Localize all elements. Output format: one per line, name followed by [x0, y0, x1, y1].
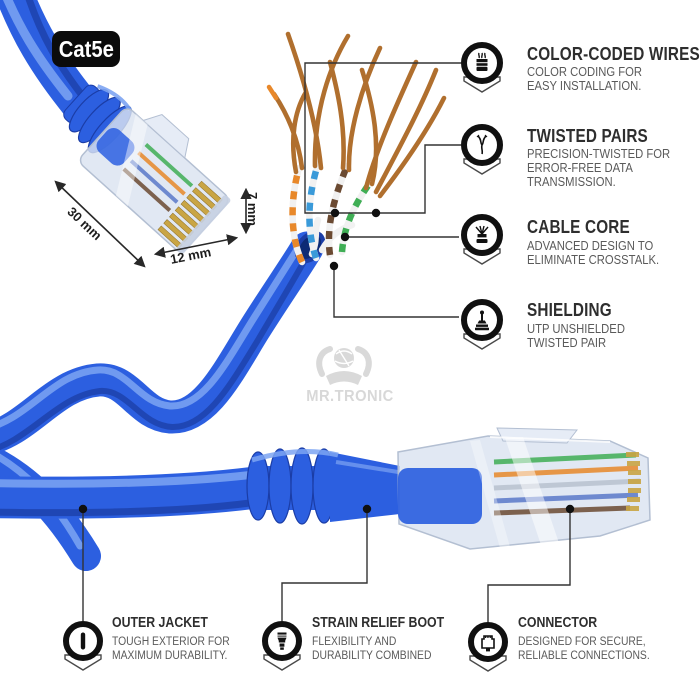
- callout-sub-line: DESIGNED FOR SECURE,: [518, 636, 646, 648]
- callout-lines: [78, 62, 575, 622]
- callout-sub-line: EASY INSTALLATION.: [527, 79, 642, 93]
- callout-title-twisted-pairs: TWISTED PAIRS: [527, 126, 648, 146]
- callout-title-shielding: SHIELDING: [527, 300, 612, 320]
- color-coded-wires-icon: [461, 42, 503, 84]
- callout-title-cable-core: CABLE CORE: [527, 217, 630, 237]
- connector-icon: [468, 622, 508, 662]
- dimension-height-label: 7 mm: [245, 192, 260, 226]
- callout-sub-line: RELIABLE CONNECTIONS.: [518, 650, 650, 662]
- callout-sub-line: COLOR CODING FOR: [527, 65, 643, 79]
- plug-gold-teeth: [626, 452, 641, 511]
- gold-pins: [157, 180, 223, 249]
- callout-sub-line: ERROR-FREE DATA: [527, 161, 633, 175]
- cat5e-badge-label: Cat5e: [58, 35, 114, 62]
- shielding-icon: [461, 299, 503, 341]
- twisted-pair-wires: [266, 31, 447, 266]
- callout-sub-line: TOUGH EXTERIOR FOR: [112, 636, 230, 648]
- callout-title-color-coded-wires: COLOR-CODED WIRES: [527, 44, 700, 64]
- dimension-lines: [54, 180, 252, 268]
- callout-sub-line: FLEXIBILITY AND: [312, 636, 397, 648]
- top-connector-closeup: [0, 0, 252, 268]
- callout-title-strain-relief-boot: STRAIN RELIEF BOOT: [312, 615, 445, 631]
- twisted-pairs-icon: [461, 124, 503, 166]
- callout-title-connector: CONNECTOR: [518, 615, 598, 631]
- outer-jacket-icon: [63, 621, 103, 661]
- callout-sub-line: ELIMINATE CROSSTALK.: [527, 253, 660, 267]
- watermark-brand: MR.TRONIC: [306, 388, 394, 405]
- strain-relief-boot-icon: [262, 621, 302, 661]
- callout-sub-line: MAXIMUM DURABILITY.: [112, 650, 228, 662]
- callout-sub-line: DURABILITY COMBINED: [312, 650, 432, 662]
- callout-sub-line: TWISTED PAIR: [527, 336, 607, 350]
- callout-sub-line: ADVANCED DESIGN TO: [527, 239, 654, 253]
- cut-cable-jacket: [0, 230, 326, 453]
- bottom-plug: [397, 427, 651, 550]
- callout-sub-line: TRANSMISSION.: [527, 175, 616, 189]
- cat5e-badge: Cat5e: [52, 31, 120, 67]
- bottom-cable: [0, 427, 651, 550]
- cable-core-icon: [461, 214, 503, 256]
- mr-tronic-logo-icon: [316, 346, 372, 385]
- callout-title-outer-jacket: OUTER JACKET: [112, 615, 208, 631]
- bottom-boot: [246, 447, 400, 525]
- callout-sub-line: PRECISION-TWISTED FOR: [527, 147, 671, 161]
- callout-sub-line: UTP UNSHIELDED: [527, 322, 625, 336]
